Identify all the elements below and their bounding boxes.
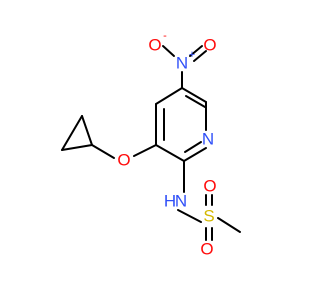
- bond-nitro-o-n: [162, 45, 175, 57]
- bond-c3-o: [133, 144, 157, 157]
- atom-ring-n: N: [202, 130, 214, 149]
- bond-cp-2: [61, 115, 83, 151]
- bond-c2-c3: [155, 144, 185, 162]
- bond-nh-s: [177, 209, 202, 223]
- charge-nitro-n: +: [189, 49, 195, 61]
- bond-cp-3: [61, 144, 93, 151]
- atom-sulfonamide-h: H: [164, 192, 176, 211]
- atom-nitro-o-right: O: [203, 36, 216, 55]
- bond-o-cyclopropyl: [91, 144, 115, 159]
- bond-c5-c6: [181, 87, 207, 103]
- molecule-diagram: O - N + O N O H N S O O: [61, 30, 241, 259]
- atom-sulfonyl-o-top: O: [203, 177, 216, 196]
- atom-sulfur: S: [203, 207, 214, 226]
- bond-n1-c2: [183, 147, 207, 162]
- bond-n1-c2-inner: [184, 141, 202, 153]
- bond-cp-1: [81, 115, 93, 146]
- atom-labels: O - N + O N O H N S O O: [117, 30, 216, 259]
- atom-ether-o: O: [117, 151, 130, 170]
- atom-sulfonamide-n: N: [175, 192, 187, 211]
- bond-nitro-n-o-double-a: [189, 45, 203, 57]
- charge-nitro-o-left: -: [163, 30, 167, 42]
- atom-nitro-o-left: O: [148, 36, 161, 55]
- bond-c6-c6-inner: [185, 95, 206, 108]
- bonds: [61, 45, 241, 241]
- atom-nitro-n: N: [176, 54, 188, 73]
- bond-c4-c5: [155, 87, 183, 105]
- atom-sulfonyl-o-bottom: O: [200, 240, 213, 259]
- bond-nitro-n-o-double-b: [193, 50, 207, 62]
- bond-s-methyl: [217, 217, 241, 233]
